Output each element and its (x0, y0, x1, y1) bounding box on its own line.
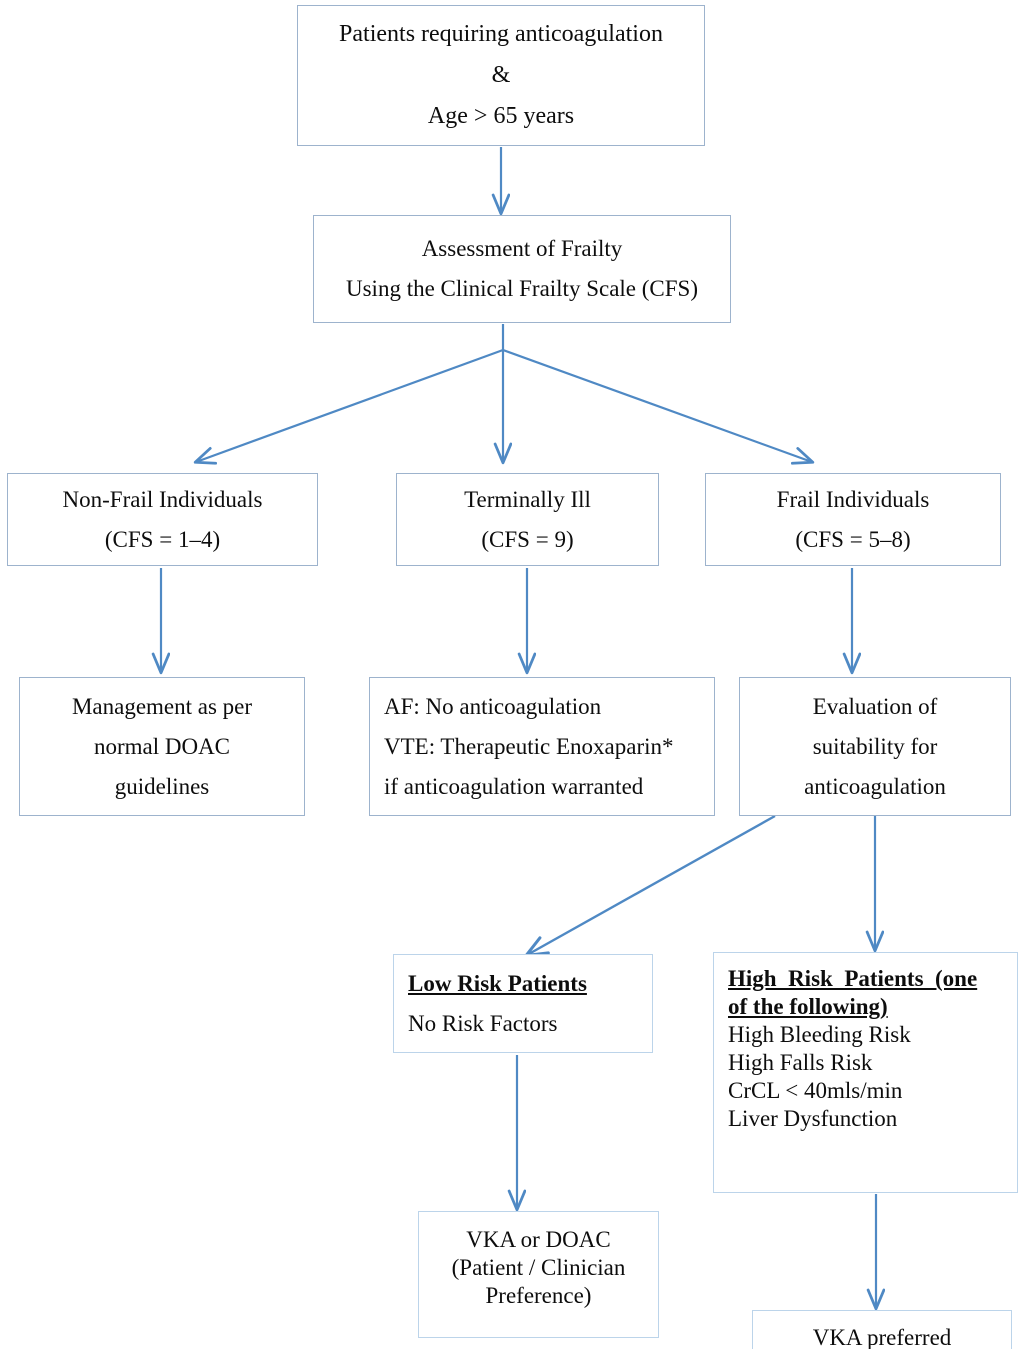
node-high-risk-line-2: High Falls Risk (728, 1050, 873, 1075)
node-low-risk-patients[interactable]: Low Risk Patients No Risk Factors (393, 954, 653, 1053)
node-start-line-2: & (491, 62, 511, 88)
node-high-risk-line-4: Liver Dysfunction (728, 1106, 898, 1131)
node-low-risk-line-1: No Risk Factors (408, 1010, 558, 1036)
arrow-split-to-non-frail (196, 348, 504, 462)
node-evaluation-of-suitability[interactable]: Evaluation of suitability for anticoagul… (739, 677, 1011, 816)
node-vka-or-doac-line-3: Preference) (485, 1283, 592, 1308)
node-frail-line-1: Frail Individuals (776, 486, 930, 512)
node-terminal-plan-line-2: VTE: Therapeutic Enoxaparin* (384, 733, 674, 759)
node-evaluation-line-3: anticoagulation (804, 773, 946, 799)
node-vka-or-doac[interactable]: VKA or DOAC (Patient / Clinician Prefere… (418, 1211, 659, 1338)
node-high-risk-line-3: CrCL < 40mls/min (728, 1078, 903, 1103)
node-normal-doac-line-3: guidelines (114, 773, 210, 799)
node-terminally-ill-line-1: Terminally Ill (464, 486, 591, 512)
node-assessment-line-1: Assessment of Frailty (421, 236, 623, 261)
node-start-line-1: Patients requiring anticoagulation (339, 21, 663, 47)
node-start-line-3: Age > 65 years (427, 103, 575, 129)
node-evaluation-line-2: suitability for (812, 733, 938, 759)
node-vka-or-doac-line-1: VKA or DOAC (466, 1227, 611, 1252)
node-vka-preferred[interactable]: VKA preferred (752, 1310, 1012, 1349)
node-frail-line-2: (CFS = 5–8) (795, 526, 911, 552)
node-non-frail-line-1: Non-Frail Individuals (62, 486, 263, 512)
node-frail-individuals[interactable]: Frail Individuals (CFS = 5–8) (705, 473, 1001, 566)
arrow-split-to-frail (502, 348, 812, 462)
node-terminally-ill[interactable]: Terminally Ill (CFS = 9) (396, 473, 659, 566)
node-normal-doac-line-2: normal DOAC (93, 733, 231, 759)
node-evaluation-line-1: Evaluation of (812, 693, 938, 719)
node-terminal-plan-line-1: AF: No anticoagulation (384, 693, 602, 719)
node-assessment-line-2: Using the Clinical Frailty Scale (CFS) (346, 276, 698, 301)
node-start[interactable]: Patients requiring anticoagulation & Age… (297, 5, 705, 146)
node-normal-doac-line-1: Management as per (71, 693, 253, 719)
node-high-risk-patients[interactable]: High Risk Patients (one of the following… (713, 952, 1018, 1193)
node-assessment-of-frailty[interactable]: Assessment of Frailty Using the Clinical… (313, 215, 731, 323)
node-non-frail-line-2: (CFS = 1–4) (104, 526, 221, 552)
node-high-risk-heading-line-1: High Risk Patients (one (728, 966, 978, 991)
node-vka-preferred-line-1: VKA preferred (812, 1324, 952, 1349)
node-low-risk-heading: Low Risk Patients (408, 970, 587, 996)
node-high-risk-line-1: High Bleeding Risk (728, 1022, 911, 1047)
node-high-risk-heading-line-2: of the following) (728, 994, 888, 1019)
arrow-evaluation-to-low-risk (527, 814, 776, 955)
node-terminally-ill-line-2: (CFS = 9) (481, 526, 574, 552)
node-normal-doac-guidelines[interactable]: Management as per normal DOAC guidelines (19, 677, 305, 816)
node-terminal-plan-line-3: if anticoagulation warranted (384, 773, 644, 799)
node-vka-or-doac-line-2: (Patient / Clinician (451, 1255, 626, 1280)
node-non-frail-individuals[interactable]: Non-Frail Individuals (CFS = 1–4) (7, 473, 318, 566)
node-terminal-anticoagulation-plan[interactable]: AF: No anticoagulation VTE: Therapeutic … (369, 677, 715, 816)
